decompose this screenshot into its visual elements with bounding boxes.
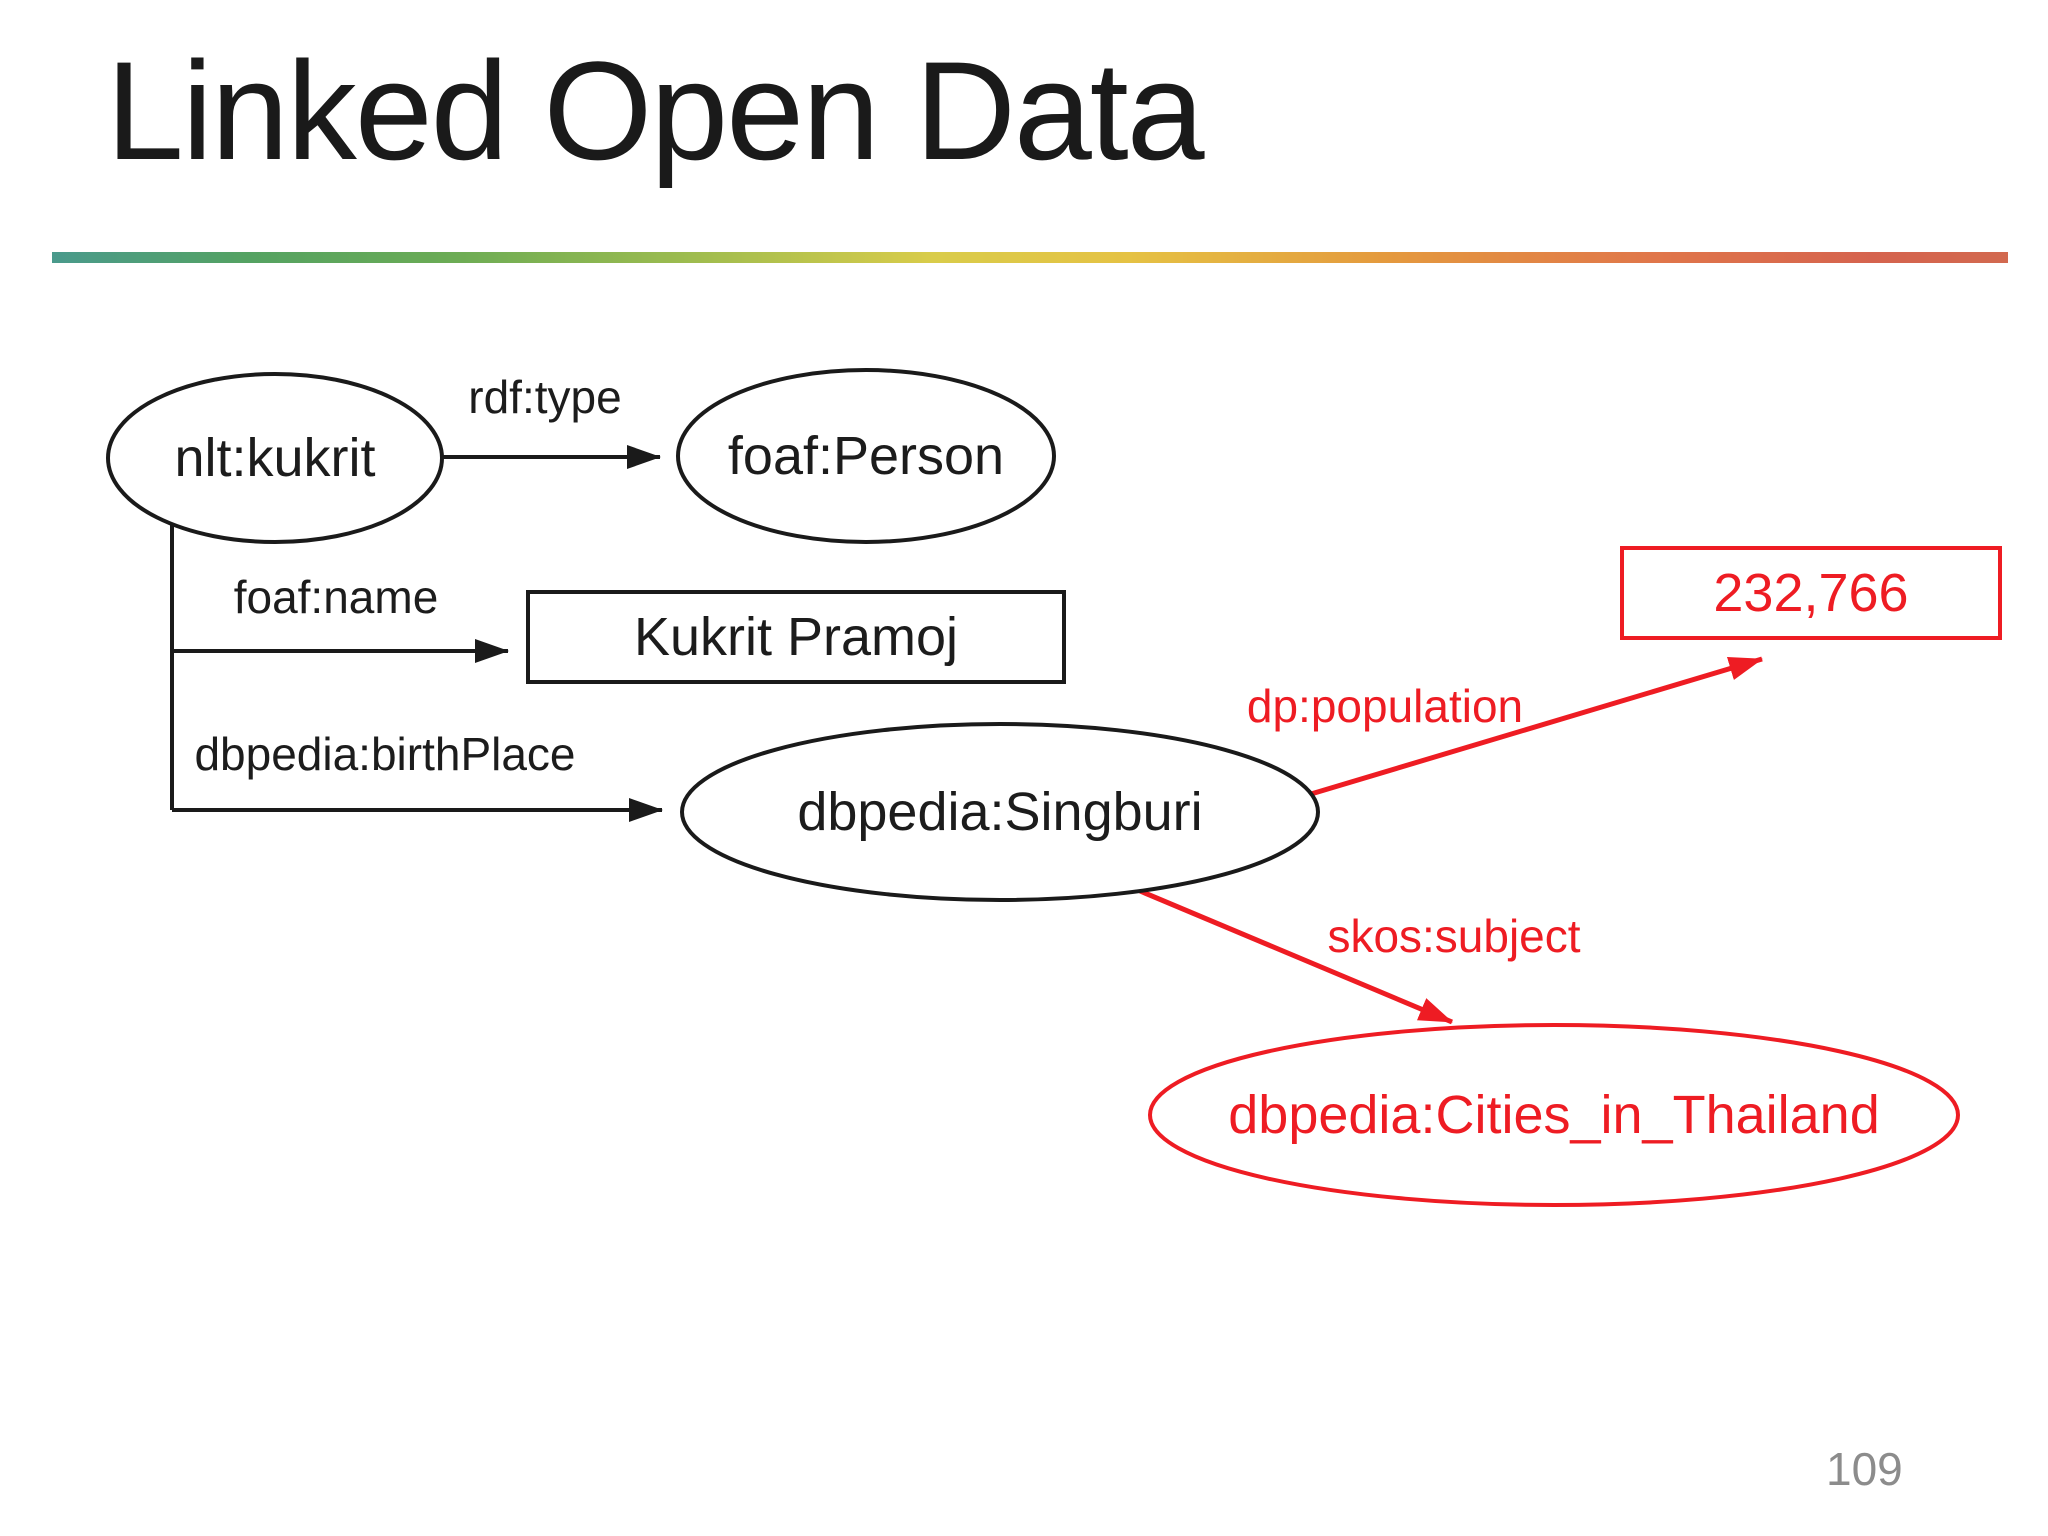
page-title: Linked Open Data: [106, 32, 1205, 189]
node-cities-in-thailand-ellipse: [1148, 1023, 1960, 1207]
edge-skos-subject-arrow: [1139, 888, 1453, 1025]
node-dbpedia-singburi-ellipse: [680, 722, 1320, 902]
title-divider-gradient-bar: [52, 252, 2008, 263]
node-kukrit-pramoj-label: Kukrit Pramoj: [634, 607, 958, 667]
edge-label-rdf-type: rdf:type: [468, 371, 621, 423]
node-nlt-kukrit-ellipse: [106, 372, 444, 544]
page-number: 109: [1826, 1443, 1903, 1495]
node-population-value-rect: [1620, 546, 2002, 640]
node-population-value-label: 232,766: [1713, 563, 1908, 623]
edge-label-dp-population: dp:population: [1247, 680, 1523, 732]
node-dbpedia-singburi-label: dbpedia:Singburi: [797, 782, 1202, 842]
node-cities-in-thailand-label: dbpedia:Cities_in_Thailand: [1228, 1085, 1879, 1145]
edge-dp-population-arrow: [1310, 656, 1763, 797]
edge-label-dbpedia-birthplace: dbpedia:birthPlace: [194, 728, 575, 780]
edge-label-skos-subject: skos:subject: [1327, 910, 1580, 962]
node-foaf-person-ellipse: [676, 368, 1056, 544]
edge-label-foaf-name: foaf:name: [234, 571, 439, 623]
node-nlt-kukrit-label: nlt:kukrit: [174, 428, 375, 488]
node-kukrit-pramoj-rect: [526, 590, 1066, 684]
node-foaf-person-label: foaf:Person: [728, 426, 1004, 486]
